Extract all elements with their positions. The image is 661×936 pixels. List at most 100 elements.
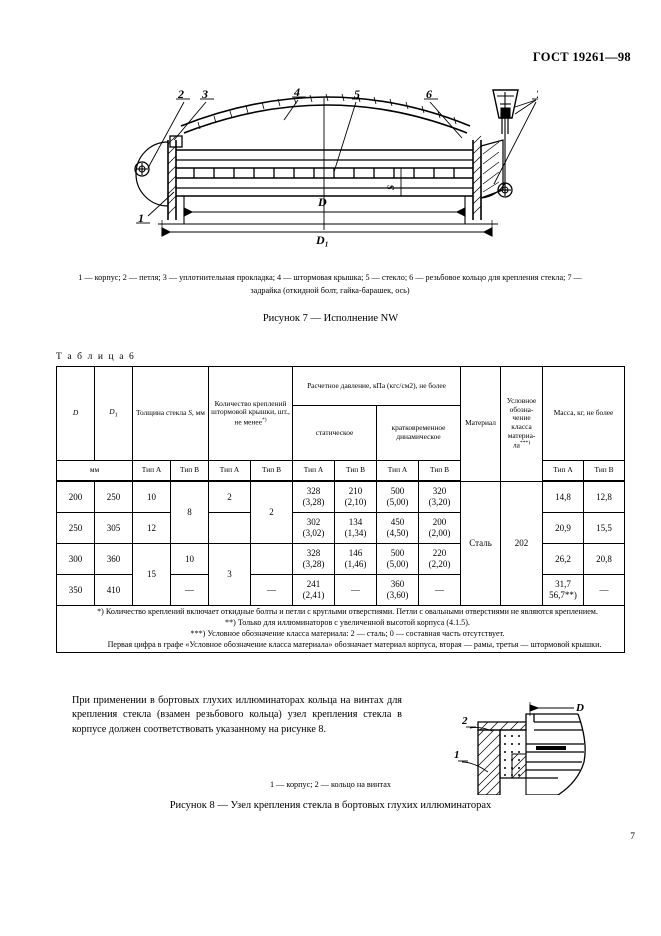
cell-mass-a: 26,2 [542,543,585,575]
th-class-code-note: ***) [519,440,531,447]
cell-fast-a: 2 [208,480,251,513]
cell-fast-a [208,512,251,544]
figure-8-drawing: 2 1 D [448,700,618,796]
table-note-3: ***) Условное обозначение класса материа… [190,628,505,638]
cell-dyn-b: 220(2,20) [417,543,462,575]
figure7-callout-6: 6 [426,87,432,101]
figure-7-caption: Рисунок 7 — Исполнение NW [262,313,399,324]
th-fasteners: Количество креплений штормовой крышки, ш… [208,366,293,461]
cell-mass-b: 15,5 [583,512,626,544]
cell-d1: 250 [94,480,133,513]
table-row: 200 250 10 8 2 2 328(3,28) 210(2,10) 500… [56,480,626,606]
figure8-dim-d: D [575,702,584,714]
th-thickness-b: Тип В [170,460,209,482]
cell-mass-b: 20,8 [583,543,626,575]
figure-8-caption: Рисунок 8 — Узел крепления стекла в борт… [169,800,492,811]
cell-stat-b: — [334,574,377,606]
cell-thickness-b: 8 [170,480,209,544]
table-note-1: *) Количество креплений включает откидны… [97,607,598,616]
figure-7-drawing: 2 3 4 5 6 7 1 D D₁ S [118,72,538,257]
cell-fast-a: 3 [208,543,251,606]
figure7-callout-3: 3 [201,87,208,101]
glass-mount-detail-svg: 2 1 D [454,702,586,796]
cell-mass-a: 20,9 [542,512,585,544]
table-row: 300 360 15 10 3 328(3,28) 146(1,46) 500(… [56,543,626,606]
porthole-cross-section-svg: 2 3 4 5 6 7 1 D D₁ S [134,85,538,247]
cell-stat-a: 328(3,28) [292,480,335,513]
th-pressure: Расчетное давление, кПа (кгс/см2), не бо… [291,366,462,406]
body-paragraph-text: При применении в бортовых глухих иллюмин… [72,695,402,735]
cell-dyn-b: — [417,574,462,606]
cell-d: 200 [56,480,95,513]
cell-d1: 305 [94,512,133,544]
th-dyn-b: Тип В [417,460,462,482]
figure7-callout-4: 4 [293,85,300,99]
cell-fast-b [250,543,293,575]
th-thickness: Толщина стекла S, мм [132,366,209,461]
cell-thickness-b: 10 [170,543,209,575]
cell-d: 300 [56,543,95,575]
th-thickness-a: Тип А [132,460,171,482]
figure7-callout-1: 1 [138,211,144,225]
cell-thickness-a: 10 [132,480,171,513]
figure-8-legend: 1 — корпус; 2 — кольцо на винтах [270,780,391,789]
cell-stat-a: 241(2,41) [292,574,335,606]
cell-stat-a: 328(3,28) [292,543,335,575]
cell-dyn-a: 360(3,60) [376,574,419,606]
th-fasteners-note: *) [261,417,267,424]
th-pressure-dynamic: кратковременное динамическое [375,405,462,461]
cell-d1: 360 [94,543,133,575]
table-header-row-top: D D1 Толщина стекла S, мм Количество кре… [56,366,626,482]
figure7-callout-5: 5 [354,87,360,101]
body-paragraph: При применении в бортовых глухих иллюмин… [72,694,402,737]
table-notes-row: *) Количество креплений включает откидны… [55,605,626,653]
cell-stat-a: 302(3,02) [292,512,335,544]
figure7-dim-s: S [386,185,396,190]
table-header-row-sub: мм Тип А Тип В Тип А Тип В Тип А Тип В Т… [56,460,626,482]
th-pressure-static: статическое [292,405,377,461]
table-6: D D1 Толщина стекла S, мм Количество кре… [55,366,626,653]
cell-material: Сталь [460,480,502,606]
table-note-2: **) Только для иллюминаторов с увеличенн… [225,617,470,627]
cell-stat-b: 146(1,46) [334,543,377,575]
cell-thickness-a: 12 [132,512,171,544]
th-d1: D1 [94,366,133,461]
th-mass: Масса, кг, не более [542,366,626,461]
table-note-4: Первая цифра в графе «Условное обозначен… [107,639,602,649]
th-mass-b: Тип В [583,460,626,482]
th-mass-a: Тип А [542,460,585,482]
cell-stat-b: 134(1,34) [334,512,377,544]
cell-d1: 410 [94,574,133,606]
figure7-dim-d: D [317,195,327,209]
cell-dyn-a: 500(5,00) [376,543,419,575]
table-notes: *) Количество креплений включает откидны… [55,605,626,653]
cell-thickness-b: — [170,574,209,606]
th-d: D [56,366,95,461]
cell-d: 350 [56,574,95,606]
cell-dyn-a: 500(5,00) [376,480,419,513]
page-title: ГОСТ 19261—98 [532,50,631,64]
th-class-code: Услов­ное обозна­чение класса мате­риа­л… [500,366,544,482]
table-header-row-mid: статическое кратковременное динамическое [57,405,625,461]
figure7-dim-d1: D₁ [315,233,329,247]
th-dyn-a: Тип А [376,460,419,482]
table-row: 350 410 — — 241(2,41) — 360(3,60) — 31,7… [56,574,626,606]
figure7-callout-2: 2 [177,87,184,101]
cell-dyn-a: 450(4,50) [376,512,419,544]
figure8-callout-1: 1 [454,749,460,761]
th-material: Мате­риал [460,366,502,482]
th-unit-mm: мм [56,460,133,482]
cell-d: 250 [56,512,95,544]
th-fast-a: Тип А [208,460,251,482]
cell-stat-b: 210(2,10) [334,480,377,513]
cell-fast-b: — [250,574,293,606]
th-fast-b: Тип В [250,460,293,482]
th-stat-a: Тип А [292,460,335,482]
page-number: 7 [630,832,635,842]
figure-7-legend: 1 — корпус; 2 — петля; 3 — уплотнительна… [78,273,582,295]
th-stat-b: Тип В [334,460,377,482]
cell-dyn-b: 200(2,00) [417,512,462,544]
cell-thickness-a: 15 [132,543,171,606]
